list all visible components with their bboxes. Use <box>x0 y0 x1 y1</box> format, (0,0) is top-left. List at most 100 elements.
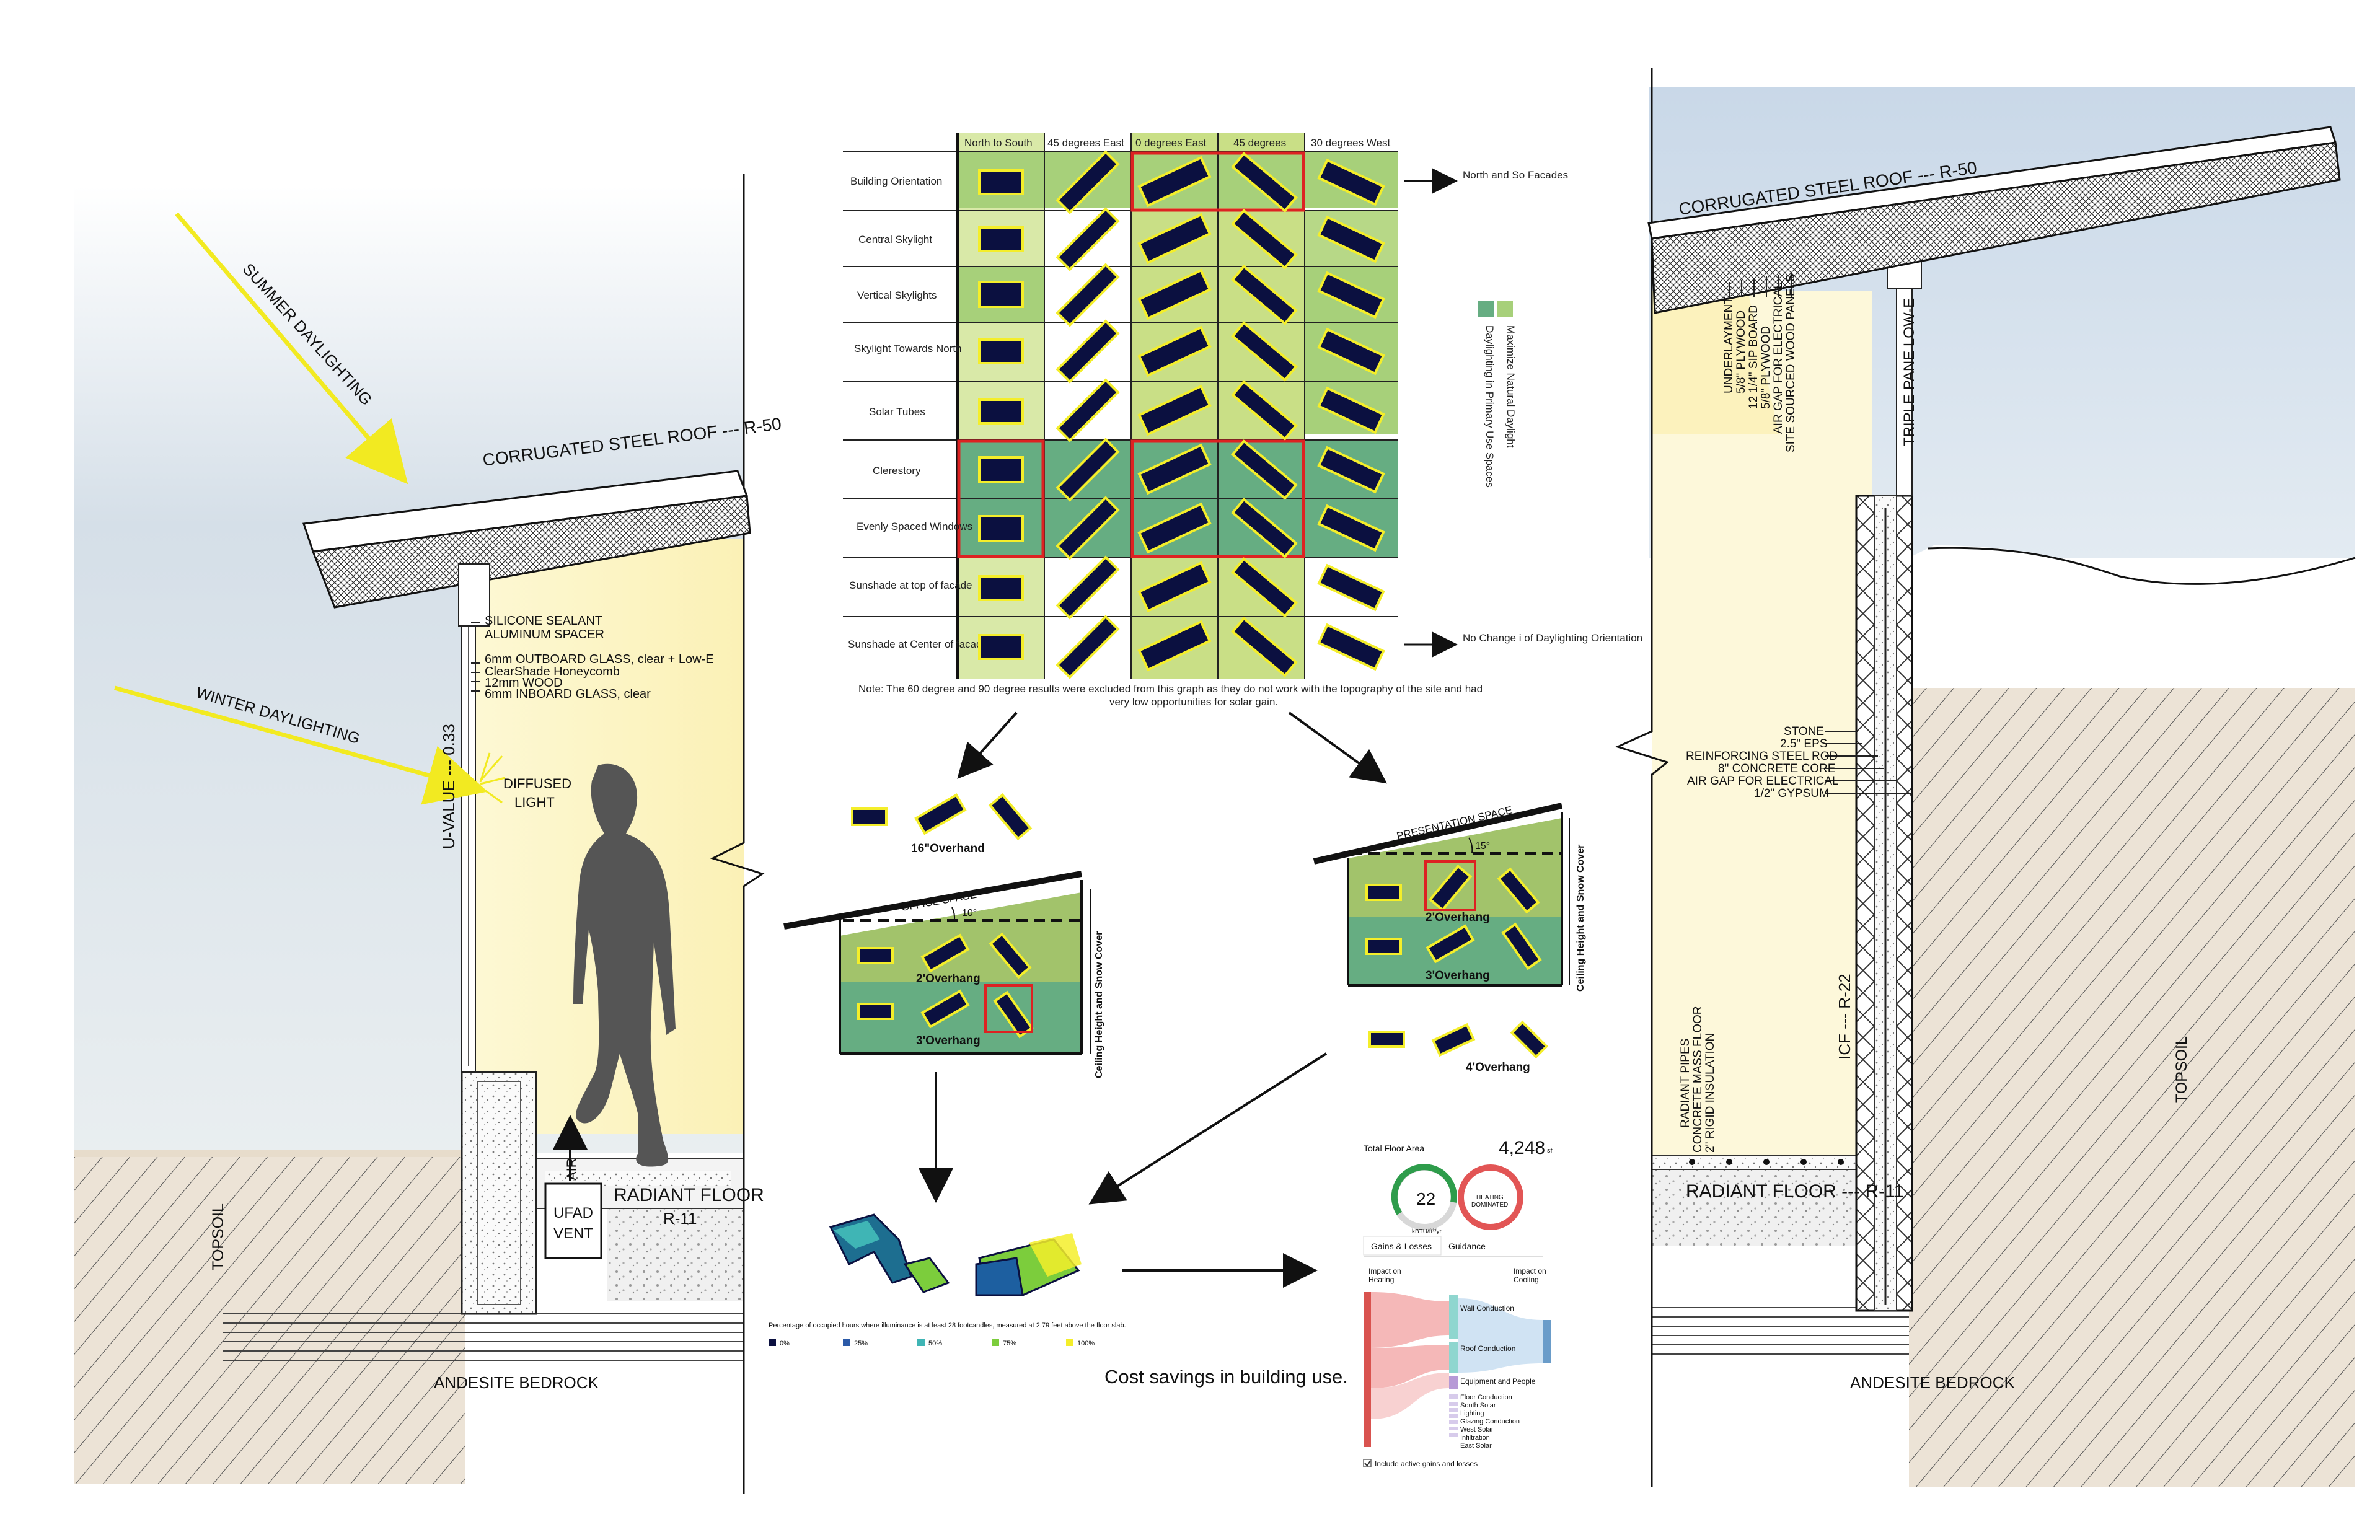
left-wall-section: CORRUGATED STEEL ROOF --- R-50 SUMMER DA… <box>74 174 782 1494</box>
matrix-row-4: Skylight Towards North <box>854 343 962 354</box>
legend-swatch-100 <box>1066 1339 1073 1346</box>
sankey-label-6: Lighting <box>1460 1410 1484 1417</box>
u-value-label: U-VALUE --- 0.33 <box>439 724 458 849</box>
wall-layer-3: REINFORCING STEEL ROD <box>1686 750 1838 763</box>
presentation-overhang-3: 3'Overhang <box>1426 969 1490 982</box>
matrix-col-5: 30 degrees West <box>1311 137 1390 149</box>
tab-gains-losses[interactable] <box>1363 1236 1442 1256</box>
icf-label: ICF --- R-22 <box>1835 974 1854 1060</box>
floor-layer-3: 2" RIGID INSULATION <box>1704 1033 1717 1153</box>
impact-cooling-2: Cooling <box>1514 1275 1539 1284</box>
triple-pane-label: TRIPLE PANE LOW-E <box>1901 298 1918 446</box>
office-overhang-top: 16"Overhand <box>911 842 985 855</box>
left-radiant-label-2: R-11 <box>663 1209 697 1228</box>
legend-swatch-25 <box>843 1339 850 1346</box>
presentation-side-label: Ceiling Height and Snow Cover <box>1576 845 1586 992</box>
illuminance-caption: Percentage of occupied hours where illum… <box>769 1322 1126 1329</box>
right-topsoil-label: TOPSOIL <box>2173 1036 2190 1103</box>
cost-caption: Cost savings in building use. <box>1104 1366 1348 1388</box>
left-topsoil-label: TOPSOIL <box>209 1203 227 1270</box>
matrix-legend-1: Maximize Natural Daylight <box>1505 325 1517 448</box>
matrix-legend-2: Daylighting in Primary Use Spaces <box>1484 325 1496 488</box>
diffused-light-label-2: LIGHT <box>514 794 555 810</box>
illuminance-renders: Percentage of occupied hours where illum… <box>769 1213 1126 1347</box>
presentation-overhang-4: 4'Overhang <box>1466 1061 1530 1074</box>
office-space-diagram: 16"Overhand OFFICE SPACE 10° 2'Overhang … <box>783 793 1104 1078</box>
legend-swatch-light <box>1497 301 1513 317</box>
energy-panel: Total Floor Area 4,248 sf 22 kBTU/ft²/yr… <box>1363 1138 1553 1468</box>
presentation-angle: 15° <box>1475 841 1490 851</box>
roof-layer-2: 5/8" PLYWOOD <box>1735 310 1748 394</box>
presentation-overhang-2: 2'Overhang <box>1426 911 1490 924</box>
roof-layer-4: 5/8" PLYWOOD <box>1760 326 1773 409</box>
flow-arrows <box>919 711 1387 1288</box>
office-overhang-2: 2'Overhang <box>916 972 981 985</box>
matrix-footnote-1: Note: The 60 degree and 90 degree result… <box>858 683 1483 695</box>
roof-layer-5: AIR GAP FOR ELECTRICAL <box>1772 282 1785 434</box>
matrix-row-2: Central Skylight <box>858 234 932 245</box>
glazing-note-1: SILICONE SEALANT <box>485 614 602 628</box>
total-floor-area-label: Total Floor Area <box>1364 1143 1424 1153</box>
presentation-space-diagram: PRESENTATION SPACE 15° 2'Overhang 3'Over… <box>1313 803 1586 1074</box>
sankey-label-1: Wall Conduction <box>1460 1304 1514 1313</box>
sankey-label-10: East Solar <box>1460 1442 1492 1450</box>
legend-label-75: 75% <box>1003 1340 1016 1347</box>
glazing-note-3: 6mm OUTBOARD GLASS, clear + Low-E <box>485 653 714 666</box>
glazing-note-5: 12mm WOOD <box>485 676 563 690</box>
sankey-label-8: West Solar <box>1460 1426 1494 1433</box>
left-radiant-label-1: RADIANT FLOOR <box>614 1185 764 1205</box>
daylight-matrix: North to South 45 degrees East 0 degrees… <box>843 133 1642 708</box>
matrix-row-7: Evenly Spaced Windows <box>857 521 972 532</box>
office-side-label: Ceiling Height and Snow Cover <box>1094 931 1104 1078</box>
impact-heating-1: Impact on <box>1368 1267 1401 1275</box>
matrix-row-6: Clerestory <box>873 465 921 477</box>
legend-swatch-0 <box>769 1339 776 1346</box>
active-gains-checkbox[interactable] <box>1363 1459 1372 1467</box>
eui-value: 22 <box>1416 1189 1435 1208</box>
office-angle: 10° <box>962 908 977 918</box>
legend-swatch-dark <box>1478 301 1494 317</box>
matrix-row-3: Vertical Skylights <box>857 289 937 301</box>
wall-layer-6: 1/2" GYPSUM <box>1754 787 1829 800</box>
right-wall-section: CORRUGATED STEEL ROOF --- R-50 UNDERLAYM… <box>1615 68 2356 1487</box>
glazing-note-4: ClearShade Honeycomb <box>485 665 620 679</box>
person-silhouette <box>573 763 676 1167</box>
air-label: AIR <box>564 1158 580 1181</box>
legend-swatch-75 <box>992 1339 999 1346</box>
legend-swatch-50 <box>917 1339 925 1346</box>
eui-unit: kBTU/ft²/yr <box>1412 1228 1442 1235</box>
right-radiant-label: RADIANT FLOOR --- R-11 <box>1686 1181 1904 1202</box>
floor-layer-1: RADIANT PIPES <box>1679 1039 1692 1128</box>
tab-guidance[interactable]: Guidance <box>1448 1241 1486 1251</box>
matrix-note-top: North and So Facades <box>1463 169 1568 181</box>
illuminance-legend: 0% 25% 50% 75% 100% <box>769 1339 1095 1347</box>
sankey-label-3: Equipment and People <box>1460 1377 1536 1386</box>
floor-layer-2: CONCRETE MASS FLOOR <box>1691 1006 1704 1153</box>
heating-line-1: HEATING <box>1476 1194 1504 1201</box>
impact-heating-2: Heating <box>1368 1275 1394 1284</box>
roof-layer-1: UNDERLAYMENT <box>1722 297 1735 394</box>
impact-cooling-1: Impact on <box>1514 1267 1546 1275</box>
sankey-label-9: Infiltration <box>1460 1434 1490 1441</box>
sankey-label-4: Floor Conduction <box>1460 1394 1512 1401</box>
matrix-col-1: North to South <box>964 137 1033 149</box>
legend-label-25: 25% <box>854 1340 868 1347</box>
matrix-row-1: Building Orientation <box>850 175 942 187</box>
sankey-label-5: South Solar <box>1460 1402 1496 1409</box>
ufad-label-2: VENT <box>553 1225 593 1242</box>
heating-line-2: DOMINATED <box>1471 1202 1508 1208</box>
matrix-row-9: Sunshade at Center of facade <box>848 638 988 650</box>
sankey-label-2: Roof Conduction <box>1460 1344 1515 1353</box>
left-bedrock-label: ANDESITE BEDROCK <box>434 1373 599 1392</box>
glazing-note-6: 6mm INBOARD GLASS, clear <box>485 687 651 701</box>
matrix-row-8: Sunshade at top of facade <box>849 579 972 591</box>
wall-layer-5: AIR GAP FOR ELECTRICAL <box>1687 775 1839 788</box>
sankey-label-7: Glazing Conduction <box>1460 1418 1520 1425</box>
legend-label-100: 100% <box>1077 1340 1095 1347</box>
wall-layer-1: STONE <box>1784 725 1824 738</box>
right-bedrock-label: ANDESITE BEDROCK <box>1850 1373 2015 1392</box>
total-floor-area-unit: sf <box>1547 1147 1553 1155</box>
matrix-footprints <box>978 150 1385 679</box>
legend-label-50: 50% <box>928 1340 942 1347</box>
